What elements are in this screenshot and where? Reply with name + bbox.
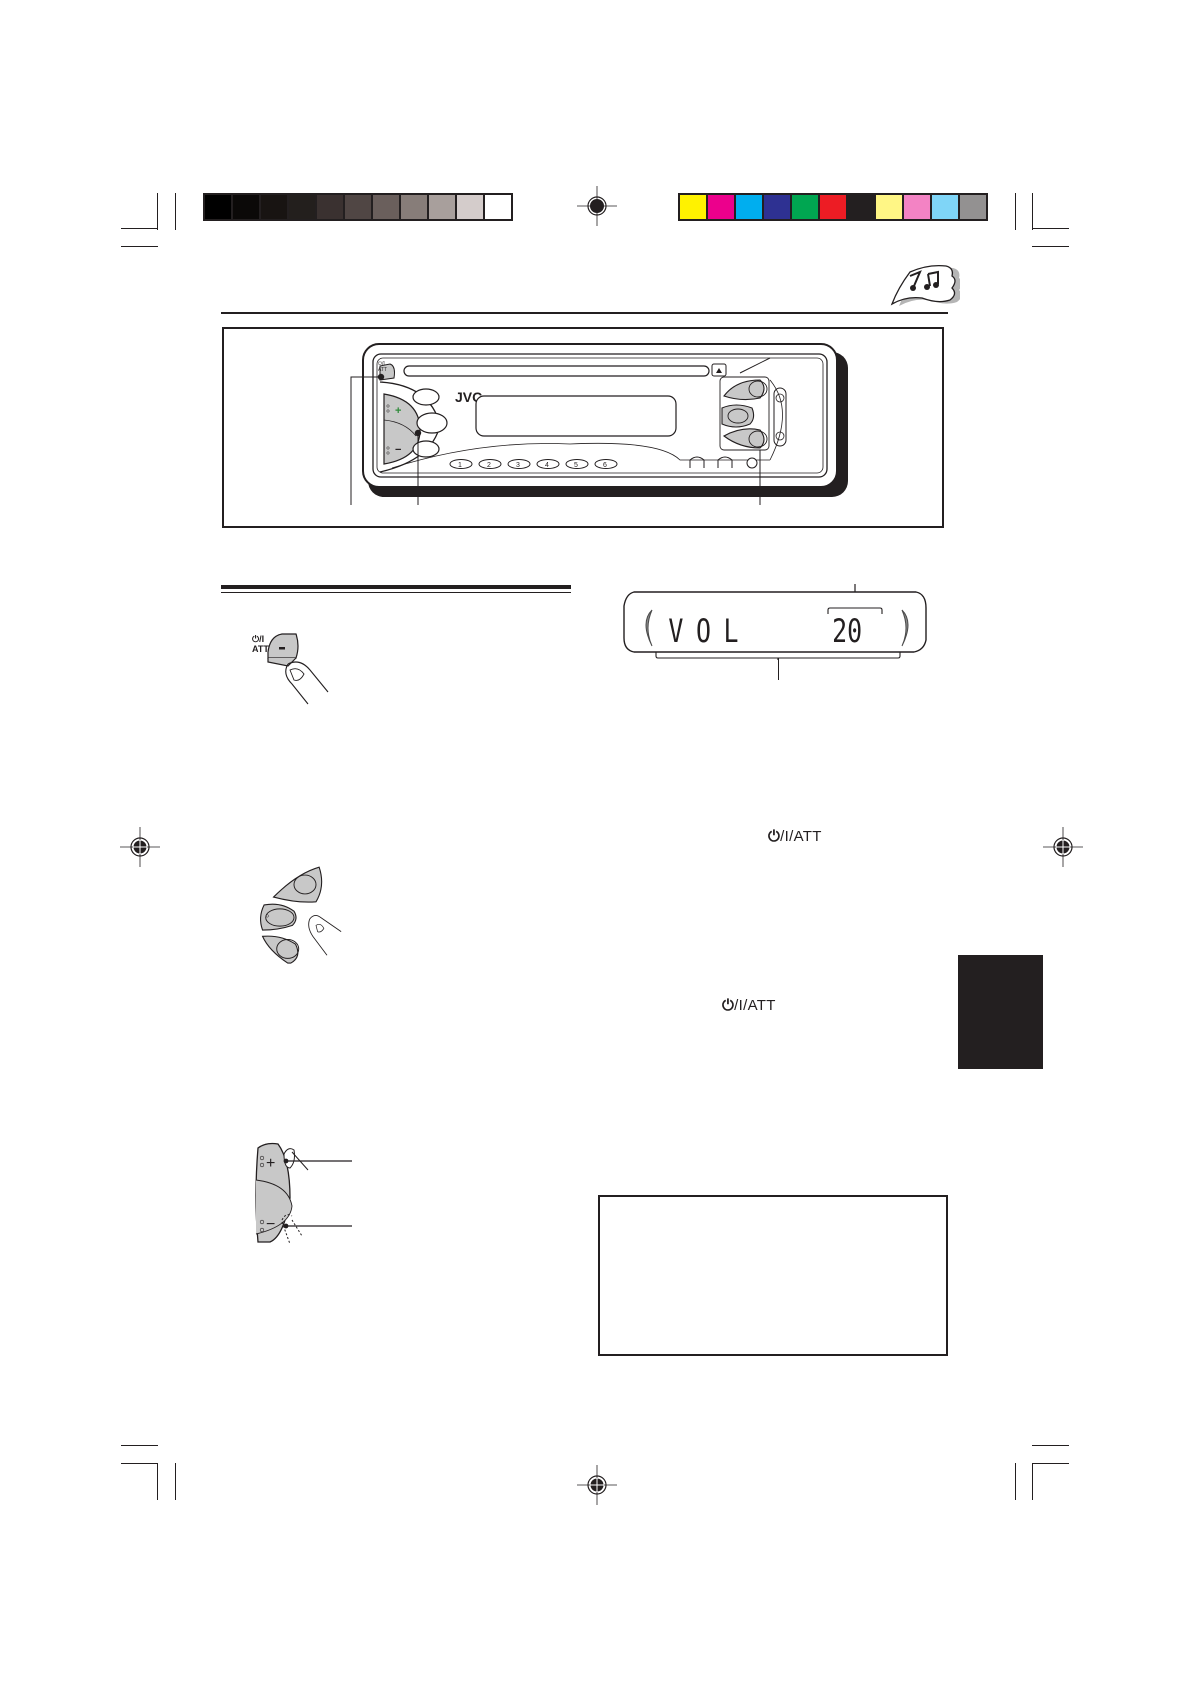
crop-mark: [121, 1445, 158, 1446]
crop-mark: [1015, 1463, 1016, 1500]
svg-text:6: 6: [603, 462, 607, 469]
calibration-swatch: [680, 195, 706, 219]
crop-mark: [175, 193, 176, 230]
left-level-arc-icon: [645, 609, 653, 647]
crop-mark: [1032, 193, 1033, 230]
svg-text:JVC: JVC: [455, 389, 482, 405]
section-heading-rule-thin: [221, 592, 571, 593]
grayscale-calibration-bar: [203, 193, 513, 221]
music-notes-cloud-icon: [890, 264, 960, 306]
calibration-swatch: [457, 195, 483, 219]
crop-mark: [121, 246, 158, 247]
lcd-display-illustration: VOL 20: [623, 584, 927, 660]
svg-text:−: −: [395, 444, 401, 456]
svg-text:1: 1: [458, 462, 462, 469]
calibration-swatch: [485, 195, 511, 219]
registration-mark-icon: [577, 1465, 617, 1505]
header-rule: [221, 312, 948, 314]
svg-text:−: −: [266, 1216, 275, 1233]
crop-mark: [1032, 1445, 1069, 1446]
calibration-swatch: [848, 195, 874, 219]
power-att-inline-label-1: ⏻/I/ATT: [768, 828, 822, 845]
car-stereo-faceplate-illustration: ⏻/I ATT + − JVC 1 2 3 4 5 6: [350, 343, 848, 505]
calibration-swatch: [904, 195, 930, 219]
crop-mark: [157, 1463, 158, 1500]
crop-mark: [1032, 1463, 1069, 1464]
lcd-callout-line: [778, 658, 779, 680]
preset-buttons: 1 2 3 4 5 6: [449, 459, 618, 469]
calibration-swatch: [373, 195, 399, 219]
calibration-swatch: [876, 195, 902, 219]
svg-text:+: +: [266, 1155, 275, 1172]
registration-mark-icon: [577, 186, 617, 226]
volume-button-press-illustration: + −: [255, 1142, 352, 1245]
svg-text:⏻/I: ⏻/I: [378, 361, 385, 367]
svg-text:ATT: ATT: [252, 644, 269, 654]
calibration-swatch: [764, 195, 790, 219]
crop-mark: [157, 193, 158, 230]
svg-text:2: 2: [487, 462, 491, 469]
calibration-swatch: [792, 195, 818, 219]
device-illustration-frame: [222, 327, 944, 528]
calibration-swatch: [960, 195, 986, 219]
svg-text:+: +: [395, 405, 401, 417]
mode-buttons-press-illustration: [260, 866, 342, 964]
calibration-swatch: [317, 195, 343, 219]
calibration-swatch: [429, 195, 455, 219]
calibration-swatch: [205, 195, 231, 219]
calibration-swatch: [289, 195, 315, 219]
svg-text:4: 4: [545, 462, 549, 469]
crop-mark: [121, 228, 158, 229]
svg-text:5: 5: [574, 462, 578, 469]
calibration-swatch: [736, 195, 762, 219]
crop-mark: [1032, 1463, 1033, 1500]
svg-text:3: 3: [516, 462, 520, 469]
color-calibration-bar: [678, 193, 988, 221]
power-att-button-press-illustration: ⏻/I ATT: [252, 633, 329, 705]
right-level-arc-icon: [901, 609, 909, 647]
calibration-swatch: [932, 195, 958, 219]
lcd-vol-label: VOL: [668, 612, 738, 650]
calibration-swatch: [401, 195, 427, 219]
calibration-swatch: [233, 195, 259, 219]
svg-text:ATT: ATT: [378, 367, 387, 373]
note-box: [598, 1195, 948, 1356]
crop-mark: [1015, 193, 1016, 230]
section-heading-rule: [221, 585, 571, 589]
calibration-swatch: [820, 195, 846, 219]
registration-mark-icon: [1043, 827, 1083, 867]
calibration-swatch: [345, 195, 371, 219]
crop-mark: [1032, 228, 1069, 229]
calibration-swatch: [708, 195, 734, 219]
language-section-tab: [958, 955, 1043, 1069]
crop-mark: [1032, 246, 1069, 247]
crop-mark: [175, 1463, 176, 1500]
svg-text:⏻/I: ⏻/I: [252, 634, 264, 644]
calibration-swatch: [261, 195, 287, 219]
lcd-vol-value: 20: [832, 612, 862, 650]
power-att-inline-label-2: ⏻/I/ATT: [722, 997, 776, 1014]
crop-mark: [121, 1463, 158, 1464]
registration-mark-icon: [120, 827, 160, 867]
